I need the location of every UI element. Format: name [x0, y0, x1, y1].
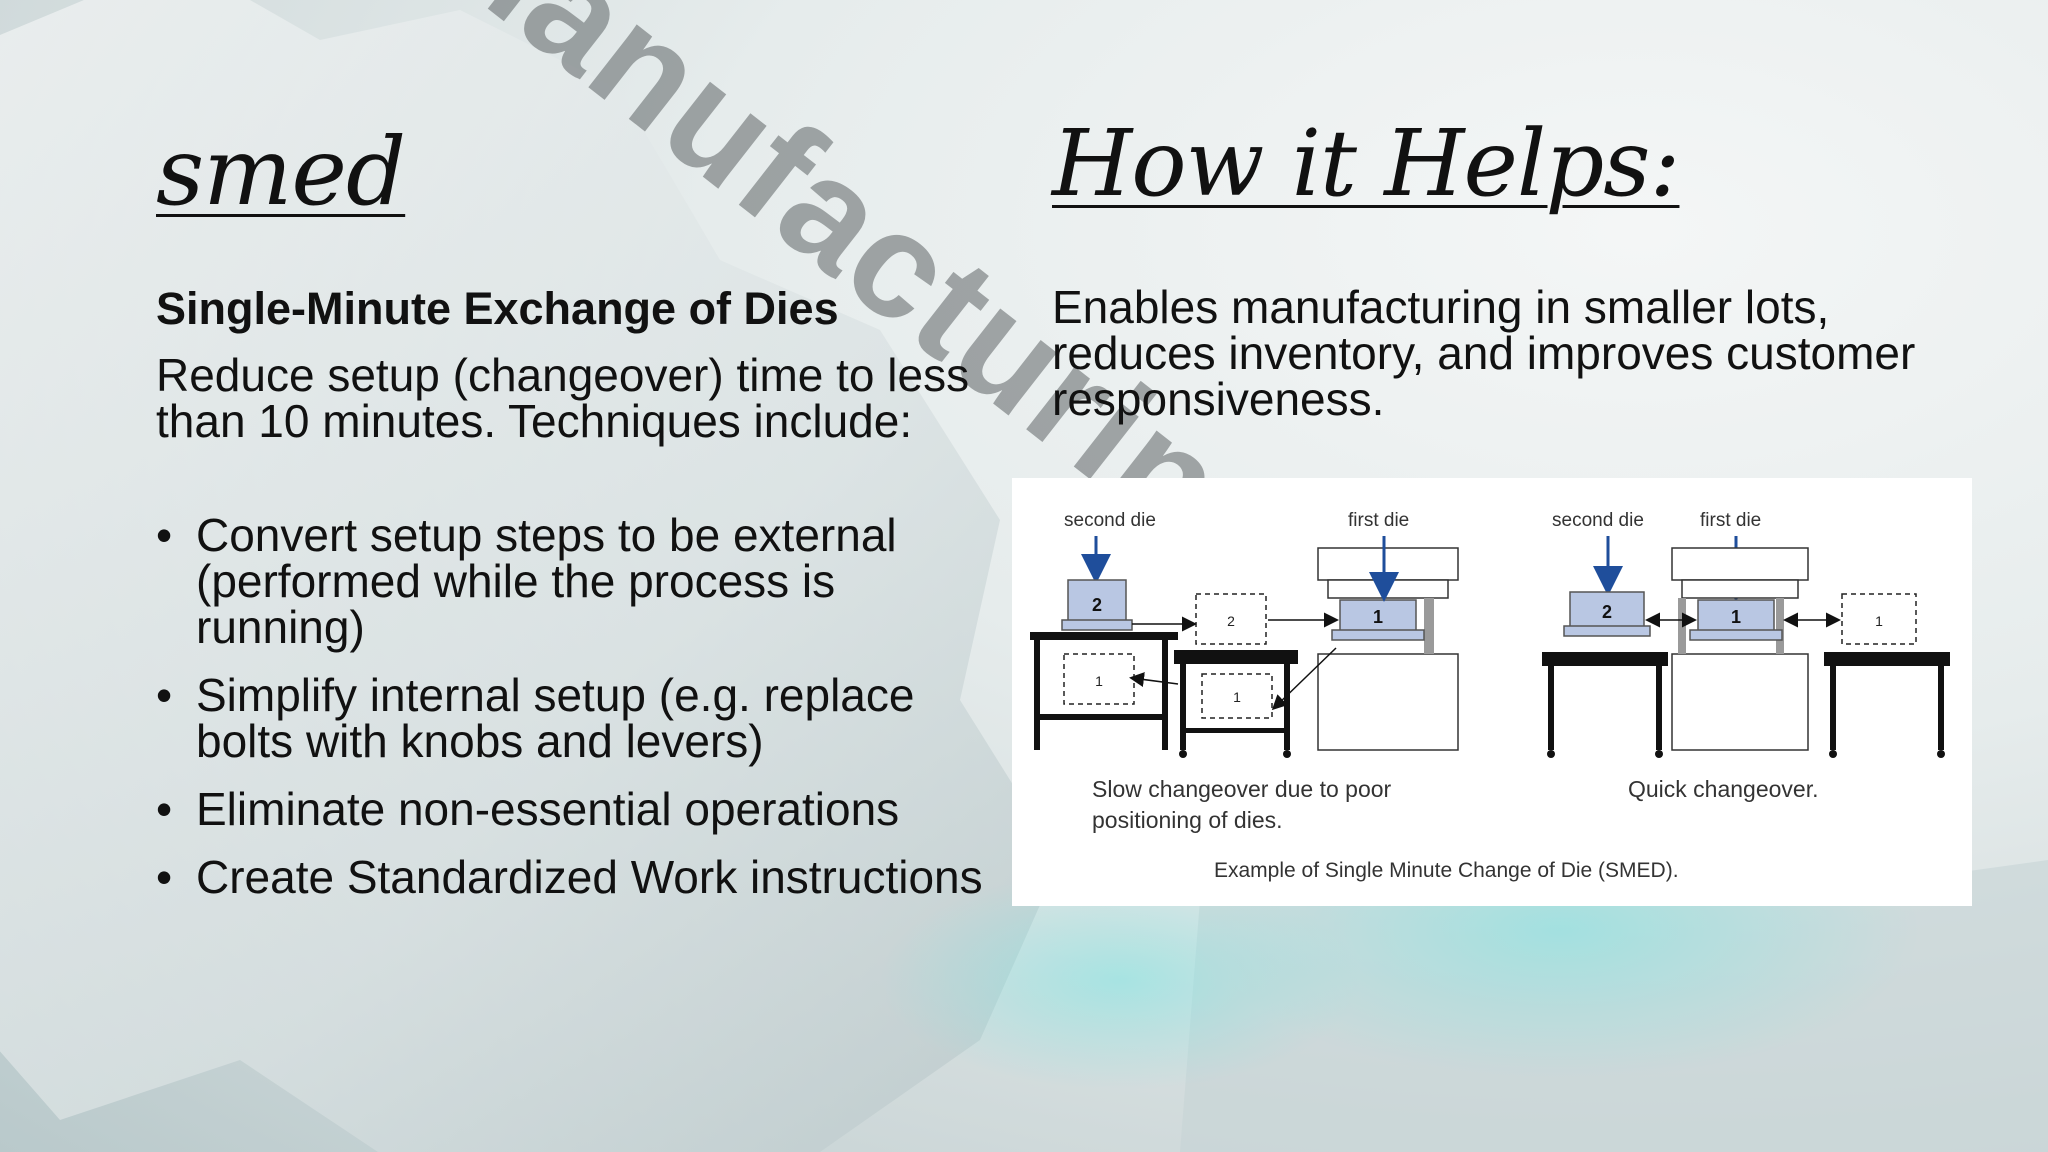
- bullet-text: Simplify internal setup (e.g. replace bo…: [196, 669, 915, 767]
- list-item: • Convert setup steps to be external (per…: [156, 512, 1016, 650]
- cart-left: [1030, 632, 1178, 750]
- svg-text:1: 1: [1233, 689, 1241, 705]
- svg-text:1: 1: [1373, 607, 1383, 627]
- technique-list: • Convert setup steps to be external (per…: [156, 512, 1016, 922]
- bullet-text: Create Standardized Work instructions: [196, 851, 983, 903]
- label-first-die: first die: [1348, 510, 1410, 531]
- label-first-die: first die: [1700, 510, 1762, 531]
- bullet-icon: •: [156, 851, 173, 903]
- die-label: 2: [1092, 595, 1102, 615]
- slide-title-left: smed: [156, 118, 406, 227]
- die-2-block: [1067, 579, 1127, 625]
- bullet-icon: •: [156, 509, 173, 561]
- benefit-text: Enables manufacturing in smaller lots, r…: [1052, 281, 1916, 425]
- label-second-die: second die: [1552, 510, 1644, 531]
- press-right: 1: [1671, 547, 1809, 751]
- label-second-die: second die: [1064, 510, 1156, 531]
- smed-diagram: 2 1 2 1: [1012, 478, 1972, 906]
- bullet-text: Eliminate non-essential operations: [196, 783, 900, 835]
- caption-slow-changeover: Slow changeover due to poor positioning …: [1092, 776, 1392, 833]
- list-item: • Simplify internal setup (e.g. replace b…: [156, 672, 1016, 764]
- figure-caption: Example of Single Minute Change of Die (…: [1214, 859, 1679, 882]
- subheading: Single-Minute Exchange of Dies: [156, 283, 839, 334]
- svg-text:2: 2: [1227, 613, 1235, 629]
- cart-quick-left: [1542, 652, 1668, 758]
- bullet-icon: •: [156, 669, 173, 721]
- bullet-text: Convert setup steps to be external (perf…: [196, 509, 897, 653]
- bullet-icon: •: [156, 783, 173, 835]
- caption-quick-changeover: Quick changeover.: [1628, 776, 1819, 802]
- svg-text:2: 2: [1602, 602, 1612, 622]
- list-item: • Create Standardized Work instructions: [156, 854, 1016, 900]
- press-left: 1: [1317, 547, 1459, 751]
- svg-text:1: 1: [1875, 613, 1883, 629]
- svg-text:1: 1: [1095, 673, 1103, 689]
- slide-title-right: How it Helps:: [1052, 110, 1680, 217]
- svg-text:1: 1: [1731, 607, 1741, 627]
- smed-diagram-art: 2 1 2 1: [1030, 536, 1950, 758]
- intro-text: Reduce setup (changeover) time to less t…: [156, 349, 970, 447]
- list-item: • Eliminate non-essential operations: [156, 786, 1016, 832]
- cart-quick-right: [1824, 652, 1950, 758]
